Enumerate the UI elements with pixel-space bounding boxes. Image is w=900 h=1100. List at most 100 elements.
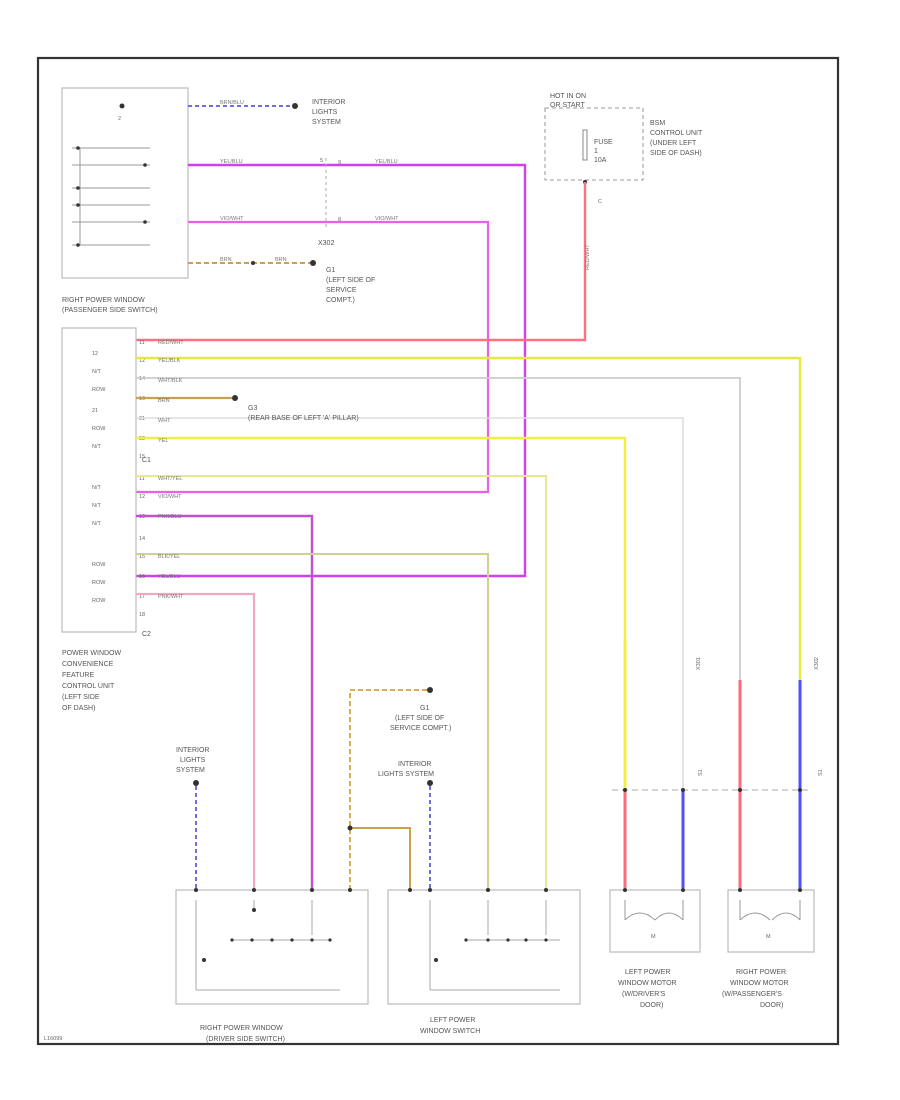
svg-text:ROW: ROW bbox=[92, 580, 106, 586]
pw-control-unit-label: POWER WINDOW CONVENIENCE FEATURE CONTROL… bbox=[62, 650, 123, 712]
s1-label: S1 bbox=[698, 769, 704, 776]
wire-brn-g1-lower bbox=[349, 689, 428, 890]
svg-text:17: 17 bbox=[139, 594, 145, 600]
wire-brn-jumper bbox=[350, 827, 411, 890]
wire-yel-blu-loop bbox=[136, 163, 527, 578]
g1-label: G1 (LEFT SIDE OF SERVICE COMPT.) bbox=[326, 267, 377, 304]
svg-text:15: 15 bbox=[139, 454, 145, 460]
x302-label: X302 bbox=[318, 240, 334, 247]
rpw-driver-switch-contacts bbox=[195, 900, 340, 991]
rpw-motor-label: RIGHT POWER WINDOW MOTOR (W/PASSENGER'S … bbox=[722, 969, 791, 1009]
wire-wht-blk bbox=[136, 377, 741, 890]
wire-label: YEL/BLU bbox=[158, 574, 181, 580]
wire-pnk-blu bbox=[136, 514, 314, 890]
lpw-motor-label: LEFT POWER WINDOW MOTOR (W/DRIVER'S DOOR… bbox=[618, 969, 679, 1009]
wire-blk-yel bbox=[136, 553, 489, 890]
diagram-code: L16099 bbox=[44, 1036, 62, 1042]
svg-text:16: 16 bbox=[139, 574, 145, 580]
wire-wht bbox=[136, 417, 684, 890]
svg-text:18: 18 bbox=[139, 612, 145, 618]
svg-text:14: 14 bbox=[139, 536, 145, 542]
wire-label: WHT bbox=[158, 418, 171, 424]
c2-label: C2 bbox=[142, 631, 151, 638]
svg-text:5: 5 bbox=[320, 158, 323, 164]
svg-text:ROW: ROW bbox=[92, 387, 106, 393]
wire-label: BRN bbox=[220, 257, 232, 263]
rpw-pass-switch-label: RIGHT POWER WINDOW (PASSENGER SIDE SWITC… bbox=[62, 297, 158, 314]
lpw-switch-box bbox=[387, 889, 581, 1005]
svg-text:ROW: ROW bbox=[92, 426, 106, 432]
x302-label-b: X302 bbox=[814, 657, 820, 670]
wire-label: YEL/BLK bbox=[158, 358, 181, 364]
top-switch-block bbox=[61, 87, 189, 279]
c2-pins: 11 12 13 14 15 16 17 18 bbox=[139, 476, 145, 618]
interior-lights-mid-label: INTERIOR LIGHTS SYSTEM bbox=[378, 761, 434, 778]
wire-label: YEL/BLU bbox=[375, 159, 398, 165]
svg-text:11: 11 bbox=[139, 340, 145, 346]
wire-label: VIO/WHT bbox=[375, 216, 399, 222]
wire-label: WHT/YEL bbox=[158, 476, 182, 482]
svg-text:ROW: ROW bbox=[92, 562, 106, 568]
g3-label: G3 (REAR BASE OF LEFT 'A' PILLAR) bbox=[248, 405, 359, 422]
wire-label: BRN bbox=[158, 398, 170, 404]
wire-label: BLK/YEL bbox=[158, 554, 180, 560]
wire-wht-yel bbox=[136, 475, 547, 890]
svg-text:ROW: ROW bbox=[92, 598, 106, 604]
top-switch-contacts bbox=[72, 147, 150, 246]
svg-text:12: 12 bbox=[92, 351, 98, 357]
wire-label: VIO/WHT bbox=[220, 216, 244, 222]
svg-text:14: 14 bbox=[139, 376, 145, 382]
svg-text:8: 8 bbox=[338, 217, 341, 223]
s1-label: S1 bbox=[818, 769, 824, 776]
wire-label: BRN bbox=[275, 257, 287, 263]
wire-label: BRN/BLU bbox=[220, 100, 244, 106]
svg-text:15: 15 bbox=[139, 554, 145, 560]
wire-label: PNK/WHT bbox=[158, 594, 184, 600]
svg-text:M: M bbox=[651, 934, 656, 940]
rpw-driver-switch-label: RIGHT POWER WINDOW (DRIVER SIDE SWITCH) bbox=[200, 1025, 285, 1043]
rpw-motor-box bbox=[727, 889, 815, 953]
svg-text:2: 2 bbox=[118, 116, 121, 122]
svg-text:M: M bbox=[766, 934, 771, 940]
wire-label: WHT/BLK bbox=[158, 378, 183, 384]
wire-label: YEL bbox=[158, 438, 168, 444]
svg-text:21: 21 bbox=[92, 408, 98, 414]
wire-label: VIO/WHT bbox=[158, 494, 182, 500]
pw-control-unit-box bbox=[61, 327, 137, 633]
outer-frame bbox=[36, 56, 840, 1046]
wire-pnk-wht bbox=[136, 592, 256, 890]
svg-text:N/T: N/T bbox=[92, 521, 102, 527]
c1-label: C1 bbox=[142, 457, 151, 464]
lpw-switch-contacts bbox=[429, 900, 560, 991]
fuse-label: FUSE 1 10A bbox=[594, 139, 615, 164]
bsm-label: BSM CONTROL UNIT (UNDER LEFT SIDE OF DAS… bbox=[650, 120, 704, 157]
interior-lights-top-label: INTERIOR LIGHTS SYSTEM bbox=[312, 99, 347, 126]
wire-label: RED/WHT bbox=[158, 340, 184, 346]
svg-text:21: 21 bbox=[139, 416, 145, 422]
svg-text:N/T: N/T bbox=[92, 503, 102, 509]
lpw-motor-box bbox=[609, 889, 701, 953]
x301-label: X301 bbox=[696, 657, 702, 670]
wire-label: PNK/BLU bbox=[158, 514, 182, 520]
connector-c-label: C bbox=[598, 199, 602, 205]
control-unit-side-labels: 12 N/T ROW 21 ROW N/T N/T N/T N/T ROW RO… bbox=[92, 351, 106, 604]
svg-text:11: 11 bbox=[139, 476, 145, 482]
wire-red-wht bbox=[136, 182, 587, 342]
svg-text:9: 9 bbox=[338, 160, 341, 166]
wire-label: YEL/BLU bbox=[220, 159, 243, 165]
svg-text:N/T: N/T bbox=[92, 369, 102, 375]
wire-yel bbox=[136, 436, 627, 890]
lpw-switch-label: LEFT POWER WINDOW SWITCH bbox=[420, 1017, 480, 1035]
svg-text:N/T: N/T bbox=[92, 485, 102, 491]
svg-text:12: 12 bbox=[139, 358, 145, 364]
wire-label: RED/WHT bbox=[585, 244, 591, 270]
interior-lights-left-label: INTERIOR LIGHTS SYSTEM bbox=[176, 747, 211, 774]
g1-lower-label: G1 (LEFT SIDE OF SERVICE COMPT.) bbox=[390, 705, 451, 732]
svg-text:12: 12 bbox=[139, 494, 145, 500]
rpw-driver-switch-box bbox=[175, 889, 369, 1005]
svg-text:N/T: N/T bbox=[92, 444, 102, 450]
hot-in-on-label: HOT IN ON OR START bbox=[550, 93, 588, 109]
fuse-block bbox=[544, 107, 644, 181]
